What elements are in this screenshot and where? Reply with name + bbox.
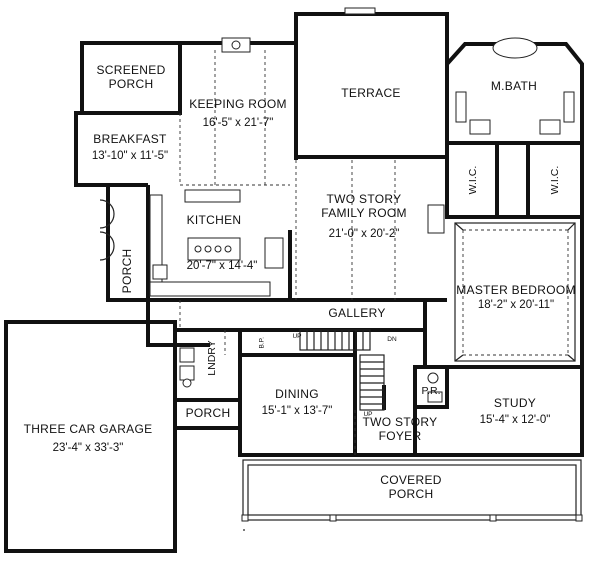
gallery-dn-marker: DN [387, 336, 397, 343]
covered-porch-label: COVERED PORCH [380, 473, 442, 502]
kitchen-dims: 20'-7" x 14'-4" [186, 260, 258, 272]
covered-porch-name-line1: COVERED [380, 473, 442, 487]
kitchen-walls [146, 185, 292, 302]
side-porch-walls [106, 185, 148, 302]
walls [4, 12, 584, 553]
garage-dims: 23'-4" x 33'-3" [52, 442, 124, 454]
bp-marker: B.P. [258, 337, 266, 349]
study-walls [413, 365, 584, 457]
study-dims: 15'-4" x 12'-0" [479, 414, 551, 426]
foyer-stairs [359, 354, 385, 411]
foyer-name-line2: FOYER [378, 428, 422, 443]
fixtures [99, 7, 575, 411]
family-room-name-line1: TWO STORY [326, 192, 402, 206]
laundry-walls [175, 328, 242, 400]
foyer-up-marker: UP [363, 411, 373, 418]
breakfast-dims: 13'-10" x 11'-5" [91, 150, 169, 162]
family-room-name-line2: FAMILY ROOM [321, 205, 407, 220]
master-bedroom-dims: 18'-2" x 20'-11" [477, 299, 555, 311]
side-porch-name: PORCH [120, 248, 135, 294]
family-room-fireplace [427, 204, 445, 234]
kitchen-counter-top [184, 189, 241, 203]
gallery-name: GALLERY [328, 306, 386, 320]
gallery-stairs [299, 329, 371, 351]
tray-ceiling [454, 222, 576, 362]
terrace-steps [344, 7, 376, 15]
breakfast-name: BREAKFAST [93, 132, 167, 146]
dining-name: DINING [275, 387, 319, 401]
foyer-name-line1: TWO STORY [362, 415, 438, 429]
powder-room-name: P.R. [421, 385, 441, 397]
small-porch-name: PORCH [185, 406, 231, 420]
dining-dims: 15'-1" x 13'-7" [261, 405, 333, 417]
foyer-label: TWO STORY FOYER [362, 415, 438, 444]
screened-porch-name-line1: SCREENED [96, 63, 166, 77]
master-bedroom-name: MASTER BEDROOM [456, 283, 576, 297]
kitchen-counter-left [149, 194, 163, 296]
dashed-lines [179, 50, 569, 455]
family-room-dims: 21'-0" x 20'-2" [328, 228, 400, 240]
wic-left-name: W.I.C. [466, 165, 479, 195]
garage-walls [4, 320, 177, 553]
gallery-left-wall [146, 300, 210, 347]
terrace-name: TERRACE [341, 86, 401, 100]
screened-porch-label: SCREENED PORCH [96, 63, 166, 92]
master-bath-name: M.BATH [490, 79, 538, 93]
powder-room-walls [413, 365, 449, 409]
study-name: STUDY [493, 396, 537, 410]
garage-name: THREE CAR GARAGE [23, 422, 153, 436]
keeping-room-dims: 16'-5" x 21'-7" [202, 117, 274, 129]
keeping-room-name: KEEPING ROOM [189, 97, 287, 111]
family-room-label: TWO STORY FAMILY ROOM [321, 192, 407, 221]
bathtub [492, 37, 538, 59]
gallery-up-marker: UP [292, 333, 302, 340]
laundry-name: LNDRY [205, 340, 218, 376]
covered-porch-outline [241, 459, 583, 531]
kitchen-counter-bottom [149, 281, 271, 297]
wic-right-name: W.I.C. [548, 165, 561, 195]
breakfast-walls [74, 111, 180, 187]
screened-porch-name-line2: PORCH [108, 76, 154, 91]
covered-porch-name-line2: PORCH [388, 486, 434, 501]
kitchen-name: KITCHEN [186, 213, 242, 227]
kitchen-island [187, 237, 241, 261]
